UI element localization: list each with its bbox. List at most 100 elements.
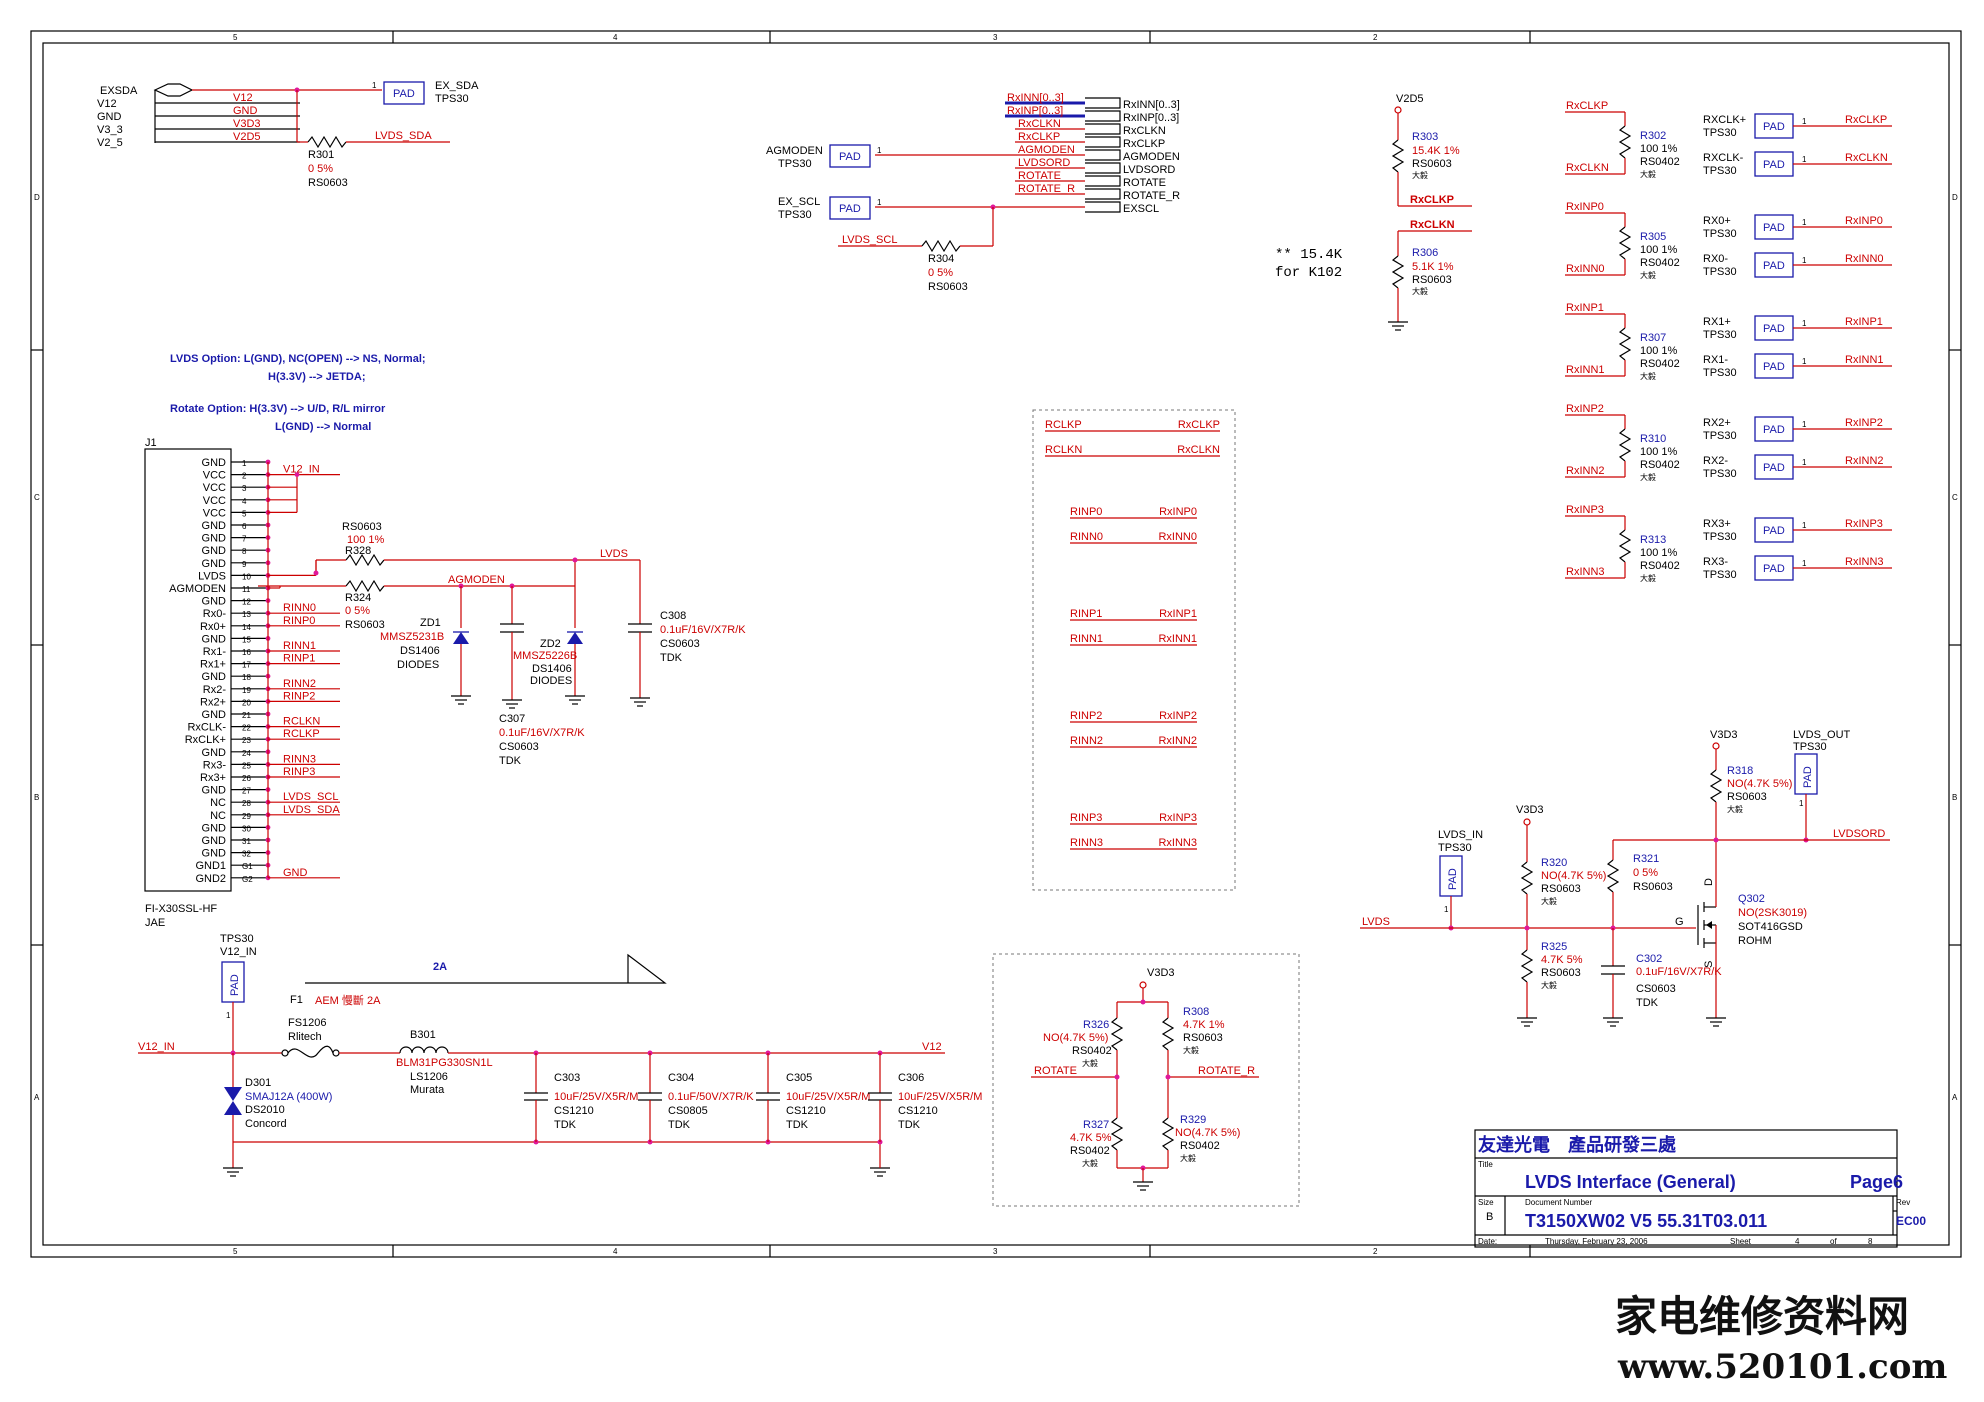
ref-designator: Q302 (1738, 893, 1765, 905)
pin-number: 1 (242, 459, 247, 468)
pin-name: GND (202, 785, 227, 797)
watermark-url: www.520101.com (1617, 1347, 1947, 1387)
ref-designator: R329 (1180, 1114, 1206, 1126)
pad-type: TPS30 (1703, 367, 1737, 379)
pin-name: GND (202, 709, 227, 721)
component-pkg: RS0603 (1727, 791, 1767, 803)
component-value: 0.1uF/16V/X7R/K (499, 727, 585, 739)
component-value: 0 5% (928, 267, 953, 279)
component-value: NO(4.7K 5%) (1727, 778, 1792, 790)
pad-label: PAD (1763, 462, 1785, 474)
pad-label: PAD (839, 151, 861, 163)
row-label: A (34, 1093, 40, 1102)
fuse-note: AEM 慢斷 2A (315, 994, 381, 1007)
net-label: RCLKP (1045, 419, 1082, 431)
net-label: RINN2 (283, 678, 316, 690)
ref-designator: R320 (1541, 857, 1567, 869)
net-label: RxINN1 (1158, 633, 1197, 645)
component-pkg: RS0603 (308, 177, 348, 189)
note-text: ** 15.4K (1275, 247, 1343, 263)
field-label: Size (1478, 1198, 1494, 1207)
pin-number: 12 (242, 598, 251, 607)
pin-number: 1 (877, 146, 882, 155)
component-pkg: CS0603 (1636, 983, 1676, 995)
pin-name: Rx2+ (200, 696, 226, 708)
ref-designator: B301 (410, 1029, 436, 1041)
pin-name: GND (202, 848, 227, 860)
bus-label: RxINP[0..3] (1007, 105, 1063, 117)
pin-number: 32 (242, 850, 251, 859)
component-mfr: TDK (1636, 997, 1659, 1009)
pad-name: RX0- (1703, 253, 1728, 265)
component-pkg: SOT416GSD (1738, 921, 1803, 933)
component-part: FI-X30SSL-HF (145, 903, 217, 915)
pin-number: 4 (242, 497, 247, 506)
pad-label: PAD (393, 88, 415, 100)
net-label: ROTATE_R (1018, 183, 1075, 195)
net-label: RxINN3 (1566, 566, 1605, 578)
col-label: 4 (613, 33, 618, 42)
row-label: C (34, 493, 40, 502)
net-label: V2D5 (233, 131, 261, 143)
component-mfr: ROHM (1738, 935, 1772, 947)
component-value: 0 5% (308, 163, 333, 175)
ref-designator: F1 (290, 994, 303, 1006)
pad-label: PAD (1763, 222, 1785, 234)
net-label: RxCLKP (1845, 114, 1887, 126)
sheet-number: 4 (1795, 1237, 1800, 1246)
ref-designator: ZD1 (420, 617, 441, 629)
component-mfr: DIODES (530, 675, 572, 687)
ref-designator: C302 (1636, 953, 1662, 965)
col-label: 2 (1373, 1247, 1378, 1256)
pin-name: GND (202, 671, 227, 683)
resistor-r328 (345, 553, 385, 567)
component-mfr: 大毅 (1082, 1058, 1098, 1068)
ref-designator: C307 (499, 713, 525, 725)
pin-name: GND (202, 457, 227, 469)
power-input: TPS30 V12_IN PAD 1 2A F1 AEM 慢斷 2A FS120… (138, 933, 945, 1177)
ref-designator: C305 (786, 1072, 812, 1084)
net-label: RINN0 (1070, 531, 1103, 543)
pin-name: Rx3+ (200, 772, 226, 784)
ref-designator: C306 (898, 1072, 924, 1084)
component-value: 4.7K 5% (1070, 1132, 1112, 1144)
pin-name: RxCLK+ (185, 734, 226, 746)
pin-name: GND (202, 747, 227, 759)
bus-member: V3_3 (97, 124, 123, 136)
v2d5-divider: V2D5 R303 15.4K 1% RS0603 大毅 RxCLKP RxCL… (1275, 93, 1472, 331)
component-mfr: TDK (660, 652, 683, 664)
pin-number: 27 (242, 787, 251, 796)
net-label: RxCLKN (1566, 162, 1609, 174)
ref-designator: R328 (345, 545, 371, 557)
ref-designator: J1 (145, 437, 157, 449)
pad-type: TPS30 (778, 209, 812, 221)
net-label: RCLKP (283, 728, 320, 740)
component-mfr: Concord (245, 1118, 287, 1130)
col-label: 3 (993, 33, 998, 42)
pin-number: 16 (242, 648, 251, 657)
watermark: 家电维修资料网 www.520101.com (1615, 1292, 1947, 1387)
pin-number: 22 (242, 724, 251, 733)
pad-type: TPS30 (1703, 329, 1737, 341)
component-mfr: 大毅 (1640, 371, 1656, 381)
pad-name: RX2- (1703, 455, 1728, 467)
net-label: LVDSORD (1123, 164, 1175, 176)
note-text: L(GND) --> Normal (275, 421, 371, 433)
component-pkg: RS0603 (1541, 967, 1581, 979)
sheet-border: 5 4 3 2 5 4 3 2 D C B A D C B A (30, 30, 1962, 1258)
component-value: NO(4.7K 5%) (1541, 870, 1606, 882)
net-label: RxINN0 (1566, 263, 1605, 275)
component-pkg: CS0603 (660, 638, 700, 650)
component-mfr: 大毅 (1640, 573, 1656, 583)
pad-name: RX3- (1703, 556, 1728, 568)
pin-number: 20 (242, 698, 251, 707)
pad-net: AGMODEN (766, 145, 823, 157)
pin-name: NC (210, 797, 226, 809)
net-label: RINP0 (1070, 506, 1102, 518)
net-label: RxINP0 (1845, 215, 1883, 227)
pin-number: 9 (242, 560, 247, 569)
pin-number: 25 (242, 761, 251, 770)
ref-designator: C308 (660, 610, 686, 622)
pad-label: PAD (1802, 766, 1814, 788)
